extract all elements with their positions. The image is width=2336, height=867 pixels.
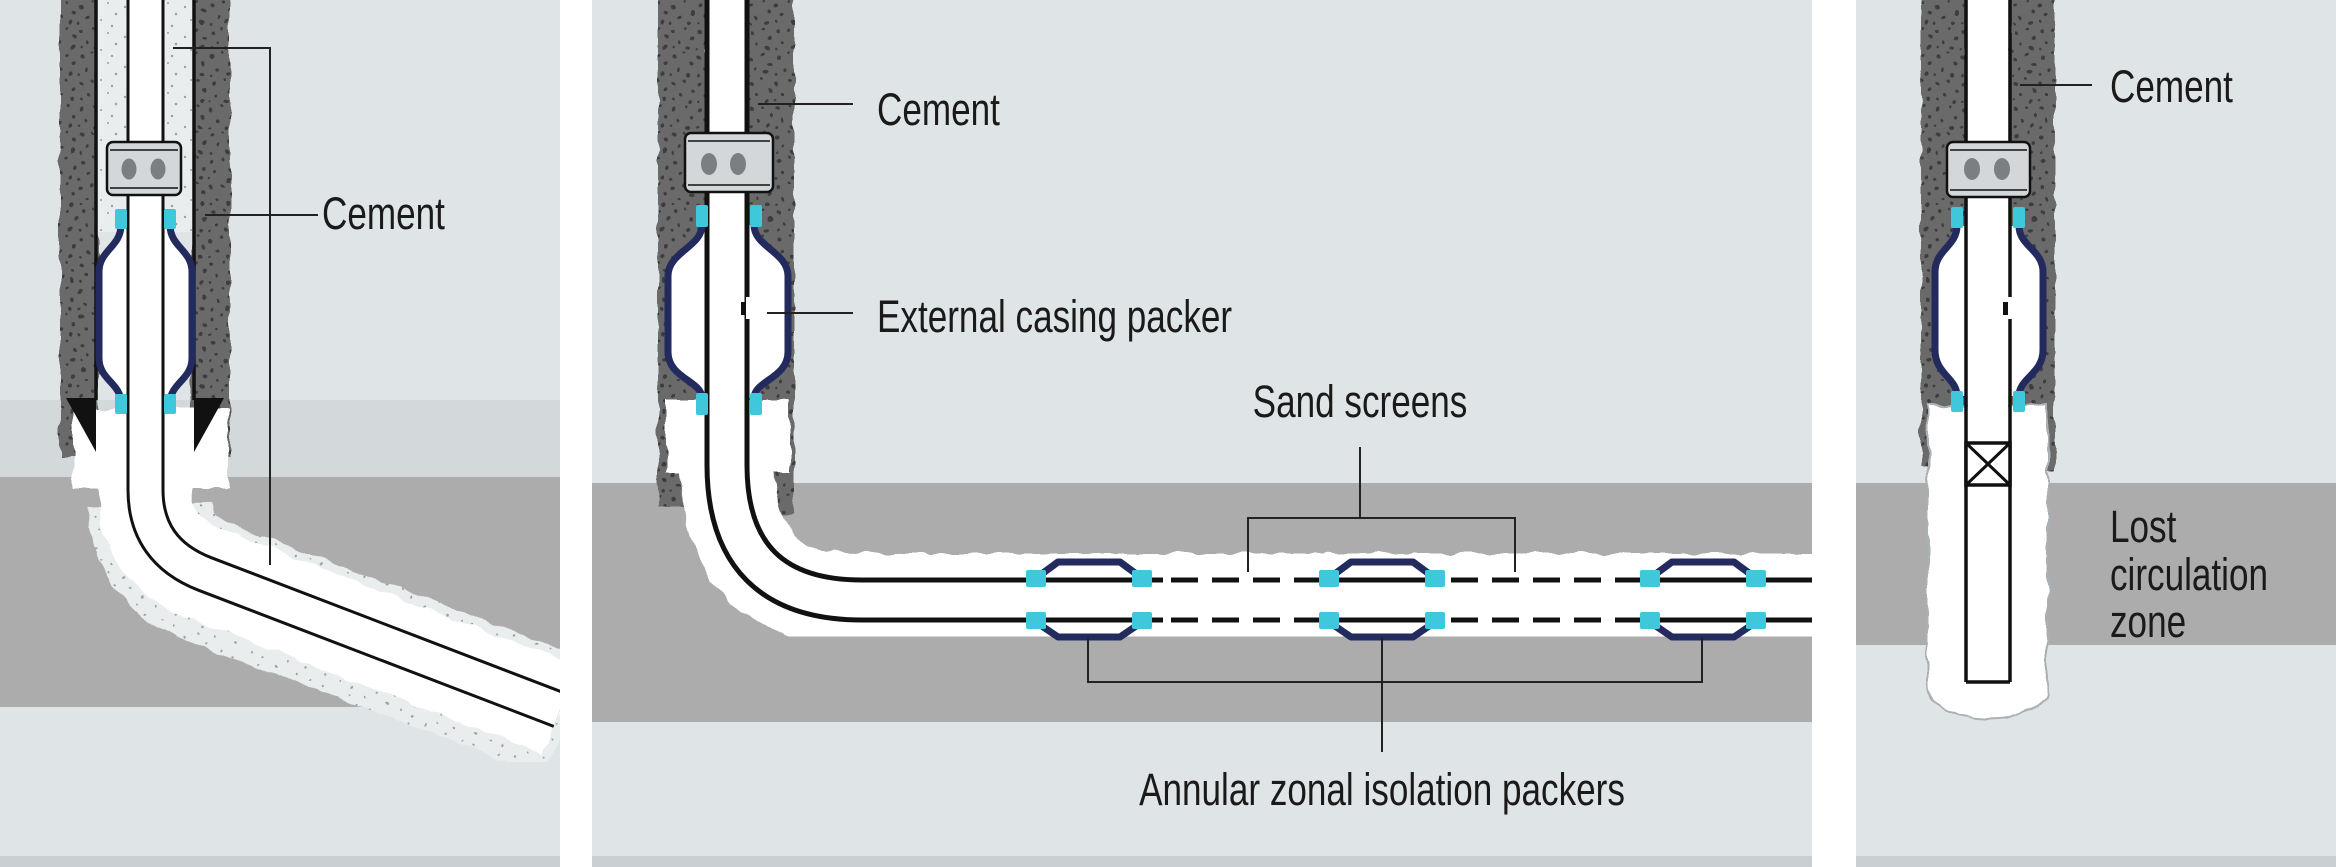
casing-string [704, 0, 1012, 623]
leader-lines [758, 103, 1703, 752]
cement-label: Cement [2110, 61, 2233, 112]
cement-label: Cement [877, 84, 1000, 135]
external-casing-packer [1931, 207, 2047, 412]
panel-deviated-well: Cement [0, 0, 560, 867]
casing-joint-mark [741, 297, 752, 319]
annular-packers-label: Annular zonal isolation packers [1139, 764, 1625, 815]
outer-cement-annulus [60, 0, 98, 458]
casing-coupling [1945, 140, 2032, 199]
inner-cement-annulus [163, 0, 194, 232]
vertical-well-diagram [1856, 0, 2336, 867]
horizontal-well-diagram [592, 0, 1812, 867]
casing-shoe [66, 398, 96, 452]
external-casing-packer [95, 209, 196, 414]
casing-coupling [105, 140, 183, 197]
sand-screens-bracket [1247, 447, 1516, 572]
casing-shoe [194, 398, 224, 452]
casing-coupling [683, 131, 775, 194]
external-casing-packer-label: External casing packer [877, 291, 1233, 342]
sand-screens-label: Sand screens [1252, 376, 1468, 427]
production-casing [126, 0, 560, 728]
bridge-plug-symbol [1964, 441, 2012, 487]
cement-leader-lines [173, 47, 318, 565]
lost-circulation-zone-label: Lost circulation zone [2110, 501, 2269, 648]
casing-string [1964, 0, 2012, 684]
panel-horizontal-well: Cement External casing packer Sand scree… [592, 0, 1812, 867]
panel-vertical-well: Cement Lost circulation zone [1856, 0, 2336, 867]
cement-label: Cement [322, 188, 445, 239]
casing-joint-mark [2003, 297, 2013, 319]
outer-cement-annulus [192, 0, 230, 458]
annular-packers-bracket [1087, 637, 1703, 752]
deviated-well-diagram [0, 0, 560, 867]
inner-cement-annulus [97, 0, 128, 232]
